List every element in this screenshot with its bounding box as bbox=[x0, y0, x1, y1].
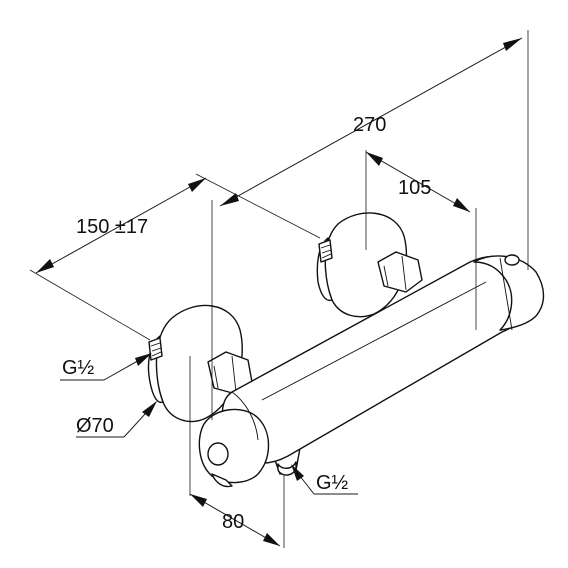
dimension-80 bbox=[189, 356, 285, 548]
dimension-150 bbox=[29, 173, 321, 341]
callout-rosette-diameter bbox=[76, 401, 157, 438]
callout-inlet-thread bbox=[60, 353, 152, 381]
dimension-270 bbox=[211, 30, 529, 420]
dimension-270-label: 270 bbox=[353, 114, 386, 136]
thermostat-body bbox=[198, 254, 545, 488]
dimension-150-label: 150 ±17 bbox=[76, 216, 148, 238]
dimension-80-label: 80 bbox=[222, 511, 244, 533]
inlet-thread-label: G½ bbox=[62, 357, 95, 379]
dimension-105-label: 105 bbox=[398, 177, 431, 199]
outlet-thread-label: G½ bbox=[316, 472, 349, 494]
rosette-diameter-label: Ø70 bbox=[76, 415, 114, 437]
right-rosette bbox=[316, 212, 423, 318]
callout-outlet-thread bbox=[291, 464, 358, 495]
dimension-105 bbox=[365, 150, 477, 330]
